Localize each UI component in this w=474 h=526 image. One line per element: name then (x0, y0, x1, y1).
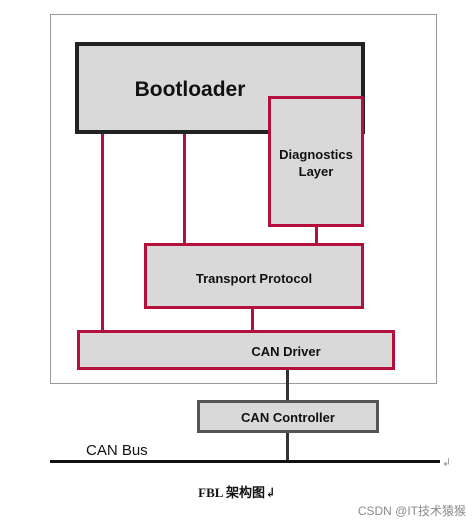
bootloader-to-transport-connector (183, 132, 186, 244)
can-controller-label: CAN Controller (241, 410, 335, 425)
diagnostics-to-transport-connector (315, 226, 318, 244)
diagnostics-label-line1: Diagnostics (279, 147, 353, 162)
can-driver-label: CAN Driver (251, 344, 321, 359)
transport-to-driver-connector (251, 308, 254, 332)
watermark: CSDN @IT技术猿猴 (357, 504, 466, 518)
edge-mark: ↲ (442, 457, 452, 469)
transport-protocol-label: Transport Protocol (195, 271, 313, 286)
bootloader-block: Bootloader (75, 42, 365, 134)
can-bus-label: CAN Bus (86, 442, 148, 459)
controller-to-bus-connector (286, 432, 289, 462)
diagnostics-label-line2: Layer (298, 164, 334, 179)
transport-protocol-block: Transport Protocol (144, 243, 364, 309)
can-controller-block: CAN Controller (197, 400, 379, 433)
diagnostics-layer-block: Diagnostics Layer (268, 96, 364, 227)
bootloader-to-driver-connector (101, 132, 104, 332)
can-driver-block: CAN Driver (77, 330, 395, 370)
driver-to-controller-connector (286, 370, 289, 402)
diagram-caption: FBL 架构图↲ (198, 485, 276, 500)
bootloader-label: Bootloader (134, 78, 246, 101)
can-bus-line (50, 460, 440, 463)
